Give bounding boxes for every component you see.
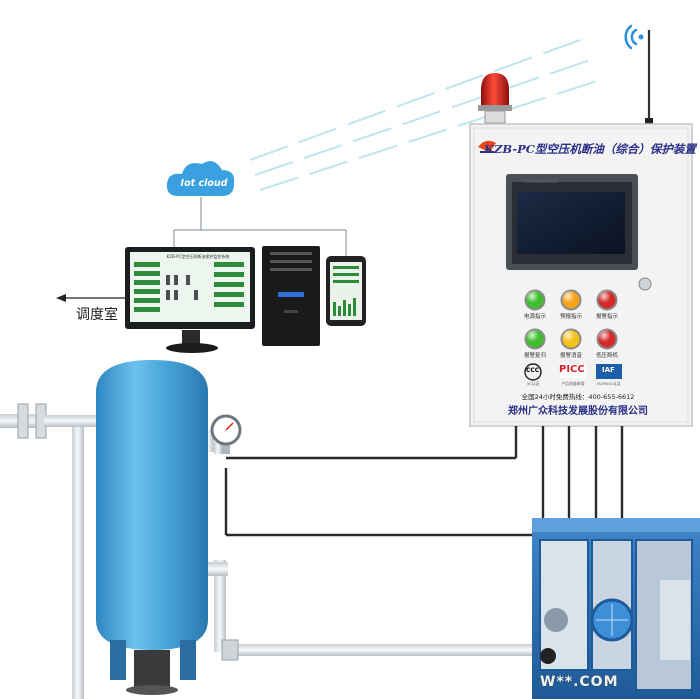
air-pipes (0, 403, 542, 699)
indicator-button-lamps (524, 289, 618, 350)
company-name: 郑州广众科技发展股份有限公司 (508, 406, 648, 417)
touch-screen (506, 174, 638, 270)
monitor-screen-content (134, 262, 244, 312)
air-compressor (532, 518, 700, 699)
cloud-icon (166, 161, 235, 196)
cabinet-title: KZB-PC型空压机断油（综合）保护装置 (484, 142, 696, 156)
wifi-signal-icon (624, 24, 644, 50)
protection-cabinet (469, 123, 693, 427)
iaf-caption: ISO9001认证 (597, 381, 621, 386)
button-label-power: 电源指示 (523, 314, 546, 320)
pressure-gauge-icon (210, 414, 242, 454)
antenna-icon (645, 30, 653, 128)
hotline: 全国24小时免费热线：400-655-6612 (521, 393, 635, 401)
wireless-signal-lines (249, 39, 601, 191)
brand-logo-icon (478, 140, 496, 153)
watermark: W**.COM (540, 674, 619, 690)
monitor-title: KZB-PC型空压机断油保护监控系统 (166, 254, 230, 259)
certification-icons (524, 363, 622, 381)
air-tank (96, 360, 208, 695)
button-label-alarm: 报警指示 (595, 314, 618, 320)
iaf-mark: IAF (602, 366, 615, 374)
button-label-mute: 报警消音 (559, 353, 582, 359)
control-room-label: 调度室 (76, 307, 118, 323)
cloud-network-lines (173, 197, 347, 258)
screen-brand: GUANGZHONG (524, 180, 558, 185)
picc-mark: PICC (559, 364, 585, 375)
button-label-forecast: 预报指示 (559, 314, 582, 320)
alarm-lamp-icon (478, 73, 512, 124)
signal-cables (224, 426, 624, 537)
button-label-reset: 报警复归 (523, 353, 546, 359)
ccc-mark: CCC (526, 367, 540, 374)
key-switch-icon (638, 277, 652, 291)
cloud-label: Iot cloud (180, 178, 228, 189)
ccc-caption: 3C认证 (526, 381, 540, 386)
pc-tower (262, 246, 320, 346)
picc-caption: 产品质量承保 (561, 381, 585, 386)
button-label-shutdown: 低压断机 (595, 353, 618, 359)
mobile-phone (326, 256, 366, 326)
arrow-left-icon (56, 294, 128, 302)
